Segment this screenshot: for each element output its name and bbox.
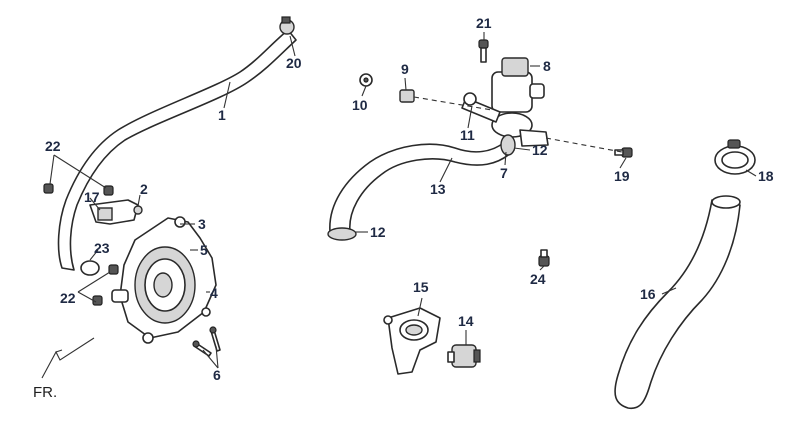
bracket-18 [89, 199, 139, 225]
callout-4: 4 [210, 285, 218, 301]
callout-22-upper: 22 [45, 138, 61, 154]
callout-2: 2 [140, 181, 148, 197]
callout-labels: 20 1 22 17 2 3 5 23 4 22 6 21 8 9 10 11 … [45, 15, 774, 383]
leader-lines [49, 32, 757, 369]
callout-6: 6 [213, 367, 221, 383]
callout-8: 8 [543, 58, 551, 74]
bolts-22-lower [92, 264, 119, 306]
callout-22-lower: 22 [60, 290, 76, 306]
clamp-12-upper [500, 134, 516, 156]
bolts-6 [192, 326, 221, 357]
clamp-20 [279, 16, 295, 35]
callout-3: 3 [198, 216, 206, 232]
pump-cover-assembly [111, 216, 217, 344]
bolts-22-upper [43, 183, 114, 196]
callout-13: 13 [430, 181, 446, 197]
fr-label: FR. [33, 384, 57, 401]
callout-23: 23 [94, 240, 110, 256]
callout-10: 10 [352, 97, 368, 113]
hose-1 [57, 29, 297, 271]
callout-12-lower: 12 [370, 224, 386, 240]
hose-16 [614, 195, 741, 410]
bolt-19 [614, 147, 633, 158]
callout-21: 21 [476, 15, 492, 31]
clamp-17 [714, 139, 756, 175]
sensor-14 [447, 344, 481, 368]
valve-8 [491, 57, 549, 147]
callout-14: 14 [458, 313, 474, 329]
callout-5: 5 [200, 242, 208, 258]
callout-20: 20 [286, 55, 302, 71]
bushing-9 [399, 89, 415, 103]
callout-17: 18 [758, 168, 774, 184]
callout-1: 1 [218, 107, 226, 123]
bolt-10 [359, 73, 373, 87]
callout-16: 16 [640, 286, 656, 302]
callout-15: 15 [413, 279, 429, 295]
gasket-23 [80, 260, 100, 276]
bolt-21 [478, 39, 489, 63]
callout-9: 9 [401, 61, 409, 77]
callout-19: 19 [614, 168, 630, 184]
thermostat-housing-15 [383, 307, 441, 375]
bolt-2 [133, 205, 143, 215]
bolt-24 [538, 249, 550, 267]
callout-12-upper: 12 [532, 142, 548, 158]
callout-18: 17 [84, 189, 100, 205]
callout-7: 7 [500, 165, 508, 181]
hose-13 [329, 141, 515, 233]
callout-24: 24 [530, 271, 546, 287]
front-direction-indicator: FR. [33, 337, 95, 401]
clamp-12-lower [327, 227, 357, 241]
callout-11: 11 [460, 127, 475, 143]
